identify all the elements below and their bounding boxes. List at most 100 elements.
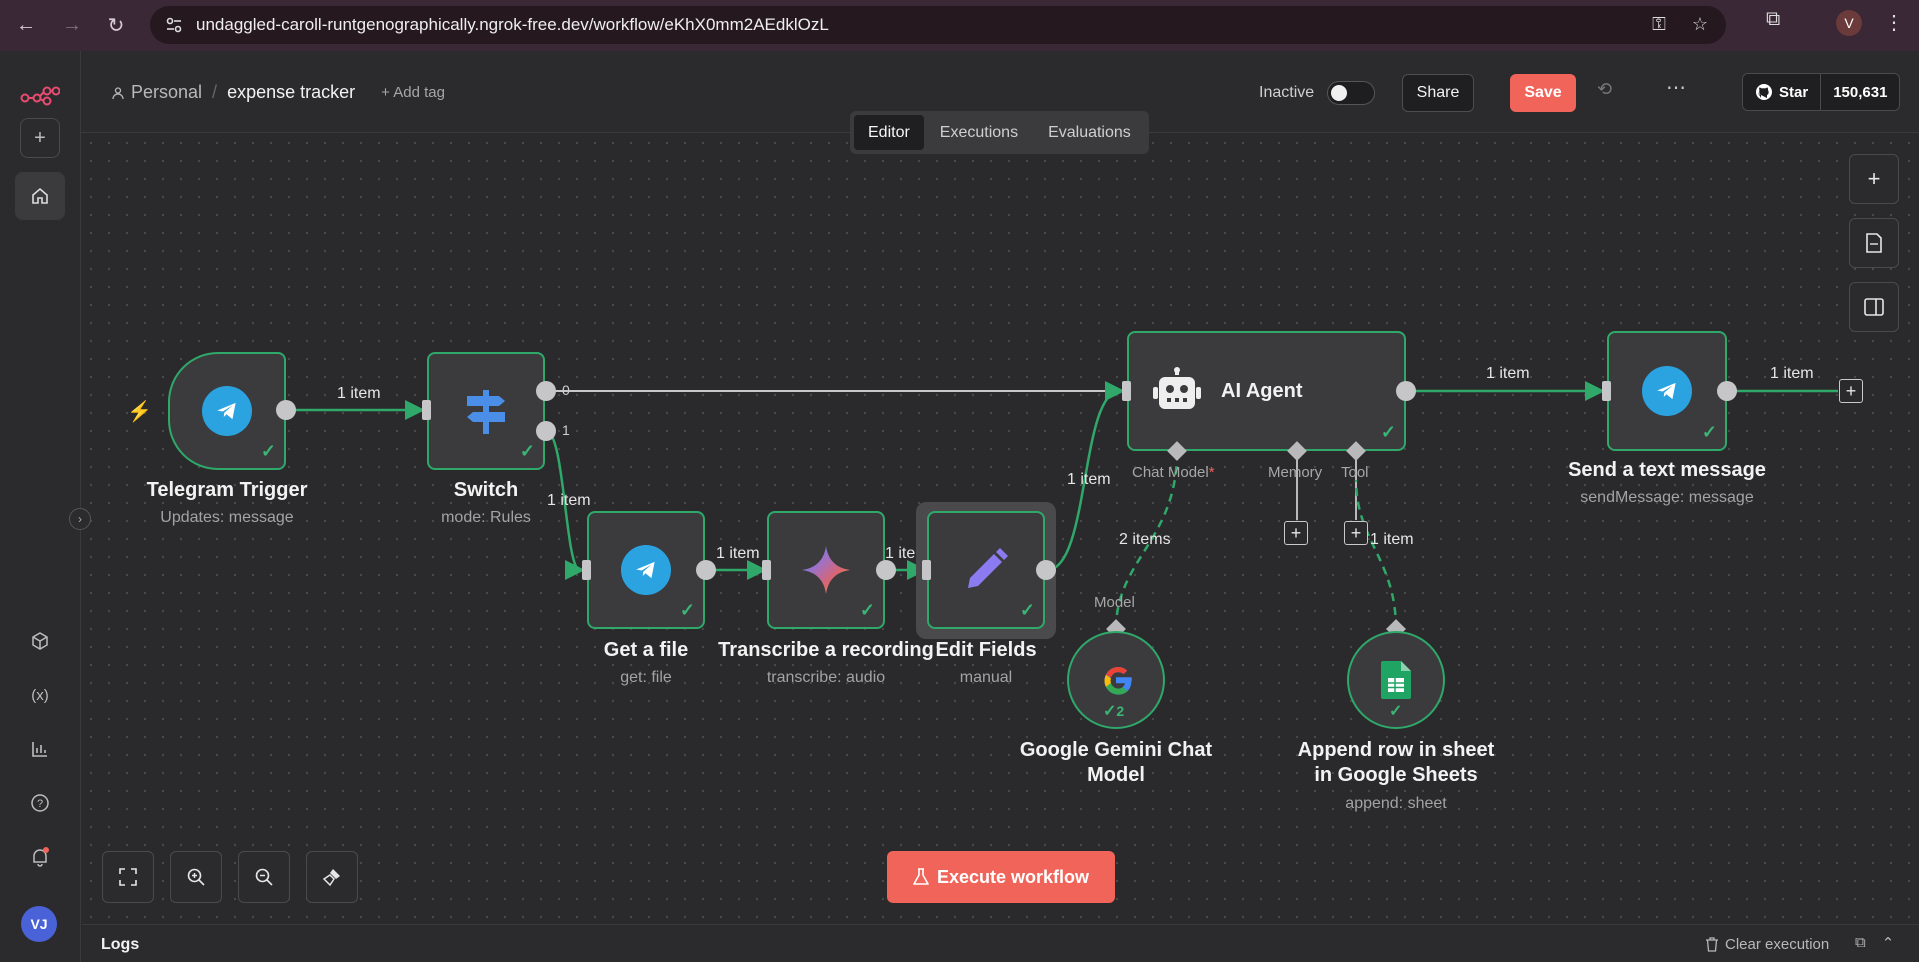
notifications-bell-icon[interactable]: [15, 833, 65, 881]
variables-icon[interactable]: (x): [31, 686, 49, 704]
github-icon: [1756, 84, 1772, 100]
workflow-canvas[interactable]: [82, 134, 1919, 924]
more-options-icon[interactable]: ⋯: [1666, 77, 1686, 99]
zoom-out-icon[interactable]: [238, 851, 290, 903]
tidy-up-brush-icon[interactable]: [306, 851, 358, 903]
add-tag-button[interactable]: + Add tag: [381, 84, 445, 101]
node-gemini-chat-model[interactable]: ✓2: [1067, 631, 1165, 729]
save-button[interactable]: Save: [1510, 74, 1576, 112]
user-avatar[interactable]: VJ: [21, 906, 57, 942]
input-handle[interactable]: [762, 560, 771, 580]
n8n-logo-icon[interactable]: [15, 71, 65, 119]
node-subtitle: Updates: message: [160, 509, 294, 526]
success-check-icon: ✓2: [1103, 703, 1125, 720]
browser-menu-icon[interactable]: ⋮: [1884, 12, 1904, 34]
sidebar-expand-chevron-icon[interactable]: ›: [69, 508, 91, 530]
add-next-node-button[interactable]: +: [1839, 379, 1863, 403]
node-telegram-trigger[interactable]: ✓: [168, 352, 286, 470]
telegram-icon: [1642, 366, 1692, 416]
github-star-label: Star: [1779, 83, 1809, 101]
home-icon[interactable]: [15, 172, 65, 220]
zoom-toolbar: [102, 851, 358, 903]
app-sidebar: + (x) ? VJ: [0, 51, 81, 962]
pop-out-icon[interactable]: ⧉: [1855, 934, 1866, 951]
chevron-up-icon[interactable]: ⌃: [1881, 935, 1895, 952]
extensions-icon[interactable]: ⧉: [1766, 8, 1781, 30]
input-handle[interactable]: [582, 560, 591, 580]
add-memory-button[interactable]: +: [1284, 521, 1308, 545]
node-subtitle: append: sheet: [1345, 795, 1447, 812]
output-handle-1[interactable]: [536, 421, 556, 441]
node-edit-fields[interactable]: ✓: [927, 511, 1045, 629]
output-handle[interactable]: [276, 400, 296, 420]
node-title: Edit Fields: [935, 639, 1037, 661]
password-key-icon[interactable]: ⚿: [1652, 14, 1666, 34]
tool-label: Tool: [1341, 464, 1369, 481]
node-transcribe[interactable]: ✓: [767, 511, 885, 629]
run-count: 2: [1116, 703, 1125, 719]
bookmark-star-icon[interactable]: ☆: [1691, 14, 1708, 34]
input-handle[interactable]: [922, 560, 931, 580]
canvas-right-toolbar: +: [1849, 154, 1899, 332]
edge-item-count: 1 item: [1486, 365, 1530, 382]
user-icon: [112, 86, 124, 99]
project-link[interactable]: Personal: [111, 82, 202, 103]
execute-workflow-button[interactable]: Execute workflow: [887, 851, 1115, 903]
templates-icon[interactable]: [15, 617, 65, 665]
output-handle[interactable]: [1396, 381, 1416, 401]
node-title-line2: Model: [1087, 764, 1145, 786]
site-info-icon[interactable]: [164, 15, 184, 35]
telegram-icon: [202, 386, 252, 436]
clear-execution-button[interactable]: Clear execution: [1705, 936, 1829, 953]
create-plus-icon[interactable]: +: [20, 118, 60, 158]
edge-item-count: 1 item: [1370, 531, 1414, 548]
add-node-plus-icon[interactable]: +: [1849, 154, 1899, 204]
address-bar[interactable]: undaggled-caroll-runtgenographically.ngr…: [150, 6, 1726, 44]
history-icon[interactable]: ⟲: [1597, 79, 1613, 99]
node-subtitle: mode: Rules: [441, 509, 531, 526]
url-text: undaggled-caroll-runtgenographically.ngr…: [196, 15, 829, 34]
share-button[interactable]: Share: [1402, 74, 1474, 112]
fit-view-icon[interactable]: [102, 851, 154, 903]
insights-icon[interactable]: [15, 725, 65, 773]
output-handle[interactable]: [876, 560, 896, 580]
zoom-in-icon[interactable]: [170, 851, 222, 903]
telegram-icon: [621, 545, 671, 595]
active-toggle[interactable]: [1327, 81, 1375, 105]
output-handle[interactable]: [696, 560, 716, 580]
add-tool-button[interactable]: +: [1344, 521, 1368, 545]
github-star-button[interactable]: Star: [1743, 74, 1822, 110]
success-check-icon: ✓: [519, 441, 535, 461]
output-handle[interactable]: [1036, 560, 1056, 580]
input-handle[interactable]: [1602, 381, 1611, 401]
output-handle-0[interactable]: [536, 381, 556, 401]
reload-icon[interactable]: ↻: [107, 14, 125, 37]
tab-editor[interactable]: Editor: [854, 115, 924, 150]
node-send-message[interactable]: ✓: [1607, 331, 1727, 451]
node-title-line1: Append row in sheet: [1297, 739, 1495, 761]
panel-toggle-icon[interactable]: [1849, 282, 1899, 332]
edge-item-count: 1 item: [1770, 365, 1814, 382]
back-icon[interactable]: ←: [16, 13, 36, 36]
input-handle[interactable]: [1122, 381, 1131, 401]
tab-evaluations[interactable]: Evaluations: [1048, 123, 1131, 141]
project-name: Personal: [131, 82, 203, 102]
forward-icon[interactable]: →: [62, 13, 82, 36]
logs-panel-bar[interactable]: Logs Clear execution ⧉ ⌃: [82, 924, 1919, 962]
trash-icon: [1706, 937, 1718, 952]
node-title: Switch: [453, 479, 519, 501]
edge-item-count: 1 item: [547, 492, 591, 509]
input-handle[interactable]: [422, 400, 431, 420]
workflow-name[interactable]: expense tracker: [227, 82, 356, 102]
node-get-file[interactable]: ✓: [587, 511, 705, 629]
clear-execution-label: Clear execution: [1725, 936, 1830, 953]
sticky-note-icon[interactable]: [1849, 218, 1899, 268]
node-switch[interactable]: ✓: [427, 352, 545, 470]
node-google-sheets[interactable]: ✓: [1347, 631, 1445, 729]
node-ai-agent[interactable]: AI Agent ✓: [1127, 331, 1406, 451]
tab-executions[interactable]: Executions: [939, 123, 1019, 141]
help-icon[interactable]: ?: [15, 779, 65, 827]
output-handle[interactable]: [1717, 381, 1737, 401]
browser-profile-avatar[interactable]: V: [1836, 10, 1862, 36]
github-star-widget[interactable]: Star 150,631: [1742, 73, 1901, 111]
